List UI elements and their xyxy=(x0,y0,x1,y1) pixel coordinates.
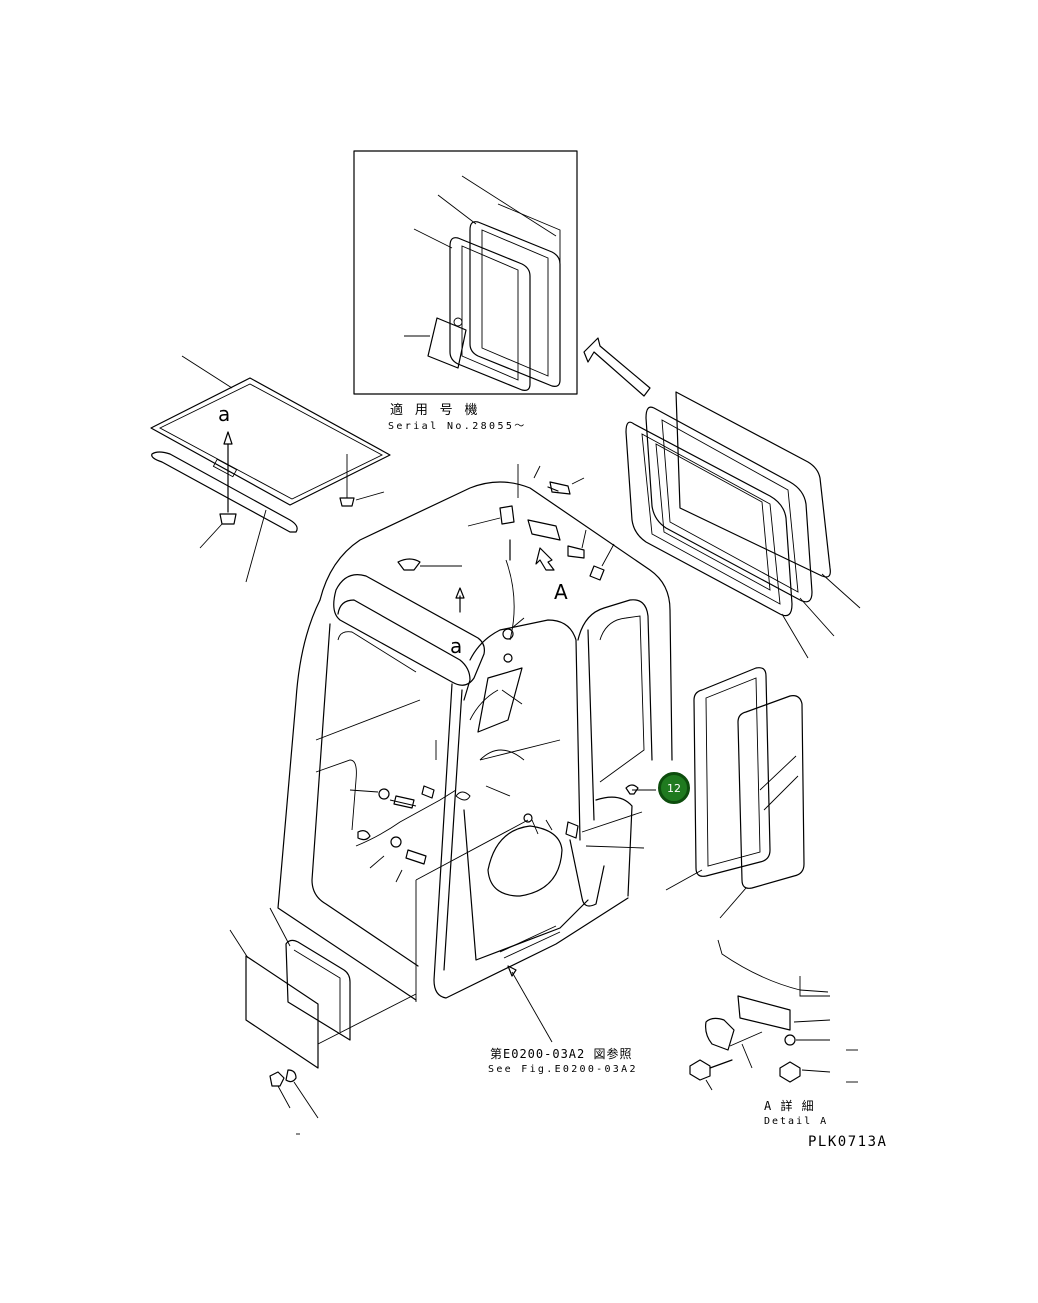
detail-a-title-en: Detail A xyxy=(764,1116,829,1127)
inset-arrow xyxy=(583,337,651,397)
top-hardware xyxy=(397,465,615,663)
inset-serial-label-jp: 適 用 号 機 xyxy=(390,403,480,418)
reference-note-en: See Fig.E0200-03A2 xyxy=(488,1064,638,1075)
view-letter-a-top: a xyxy=(218,402,231,426)
view-letter-a-mid: a xyxy=(450,634,463,658)
detail-a-title-jp: A 詳 細 xyxy=(764,1099,815,1113)
door-windows xyxy=(665,667,805,919)
plate-code: PLK0713A xyxy=(808,1134,888,1150)
detail-a xyxy=(689,939,858,1091)
inset-serial-label-en: Serial No.28055～ xyxy=(388,421,527,432)
view-letter-A: A xyxy=(554,580,568,604)
side-windows xyxy=(625,391,861,659)
sun-visor xyxy=(467,464,523,733)
roof-glass xyxy=(150,355,391,583)
cab-frame xyxy=(277,481,673,1001)
wiring-hardware xyxy=(349,740,656,994)
reference-note-jp: 第E0200-03A2 図参照 xyxy=(490,1047,633,1061)
lower-front-glass xyxy=(229,907,417,1135)
inset-detail xyxy=(353,150,578,395)
callout-badge-12[interactable]: 12 xyxy=(658,772,690,804)
reference-leader xyxy=(507,965,553,1043)
